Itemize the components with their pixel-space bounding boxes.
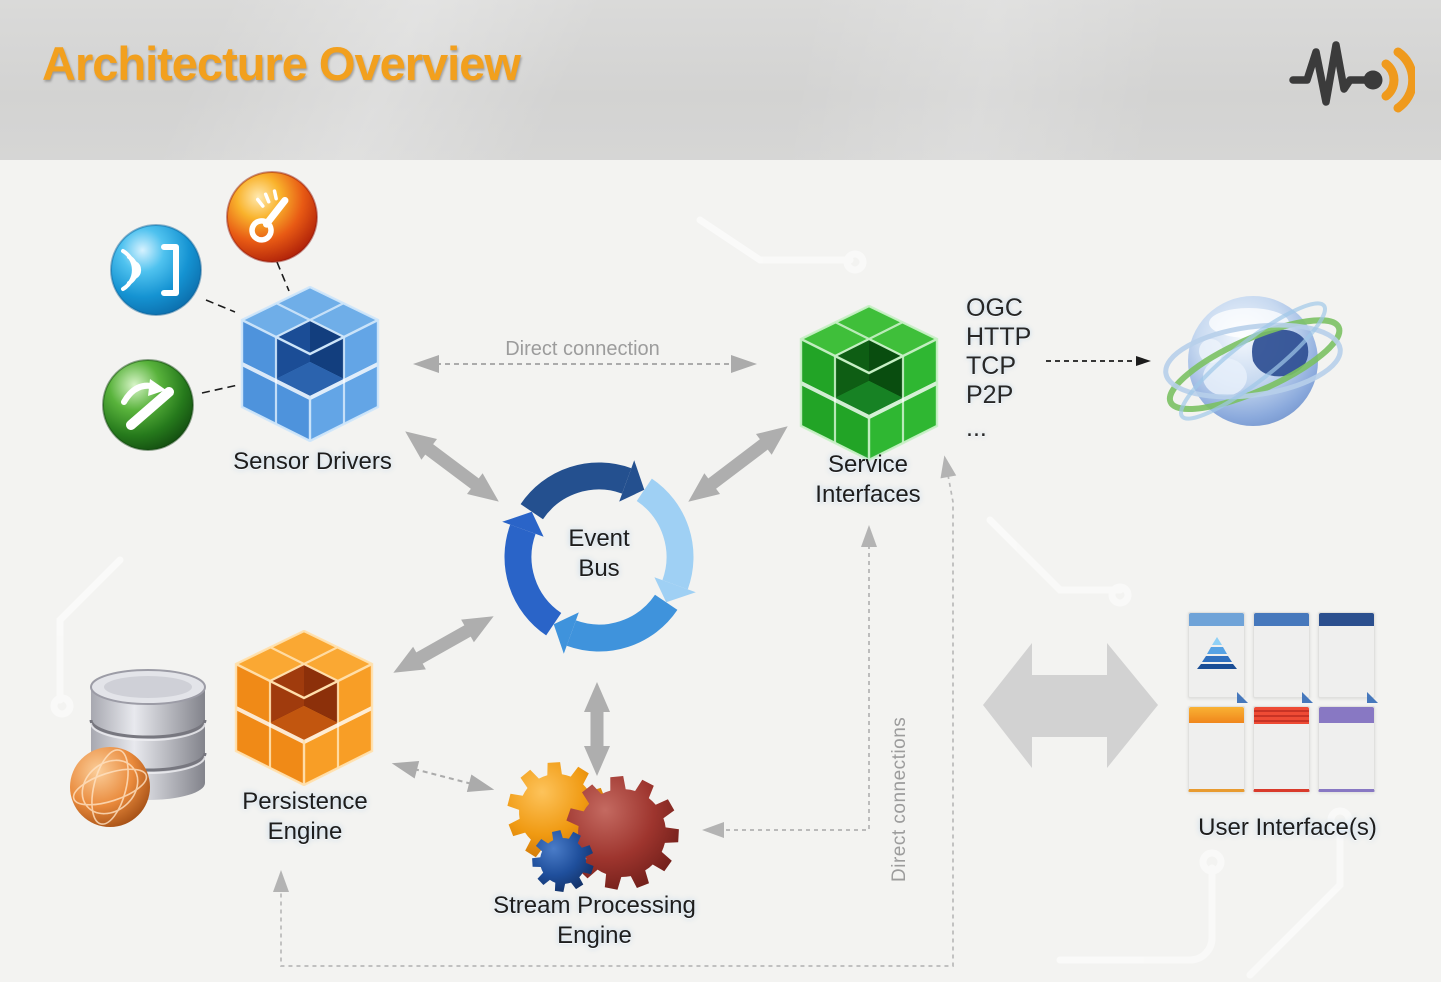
protocol-item: HTTP	[966, 323, 1032, 351]
connector-event-bus-service-interfaces	[688, 426, 788, 502]
green-module-cube-icon	[799, 305, 939, 461]
link-motion-to-cube	[201, 384, 239, 394]
event-bus-label: Event Bus	[568, 525, 630, 582]
ui-card-analytics	[1188, 612, 1248, 703]
ui-card-purple	[1318, 706, 1375, 792]
protocol-item: TCP	[966, 352, 1016, 380]
motion-sensor-icon	[102, 359, 194, 451]
database-icon	[70, 669, 207, 827]
link-rfid-to-cube	[205, 299, 236, 313]
pyramid-chart-icon	[1197, 637, 1237, 669]
connector-persistence-stream-dashed	[391, 761, 495, 792]
direct-connections-label: Direct connections	[889, 716, 910, 882]
connector-persistence-event-bus	[393, 616, 494, 673]
ui-card-navy	[1318, 612, 1378, 703]
temperature-sensor-icon	[226, 171, 318, 263]
protocol-list: OGC HTTP TCP P2P ...	[966, 294, 1031, 443]
sensor-drivers-label: Sensor Drivers	[233, 448, 392, 475]
protocol-item: OGC	[966, 294, 1023, 322]
service-interfaces-label: Service Interfaces	[815, 451, 921, 508]
protocol-item: P2P	[966, 381, 1014, 409]
stream-processing-label: Stream Processing Engine	[493, 892, 696, 949]
ui-card-red	[1253, 706, 1310, 792]
ui-card-orange	[1188, 706, 1245, 792]
blue-module-cube-icon	[240, 286, 380, 442]
connector-block-arrow-user-interfaces	[983, 643, 1158, 768]
pulse-signal-logo	[1289, 41, 1415, 113]
ui-card-blue	[1253, 612, 1313, 703]
header-band	[0, 0, 1441, 160]
persistence-engine-label: Persistence Engine	[242, 788, 368, 845]
direct-connection-label: Direct connection	[505, 338, 660, 360]
protocol-item: ...	[966, 414, 987, 442]
globe-icon	[1163, 296, 1343, 426]
user-interfaces-label: User Interface(s)	[1198, 814, 1377, 841]
page-title: Architecture Overview	[42, 37, 521, 90]
connector-stream-service-dashed	[702, 525, 877, 838]
rfid-sensor-icon	[110, 224, 202, 316]
